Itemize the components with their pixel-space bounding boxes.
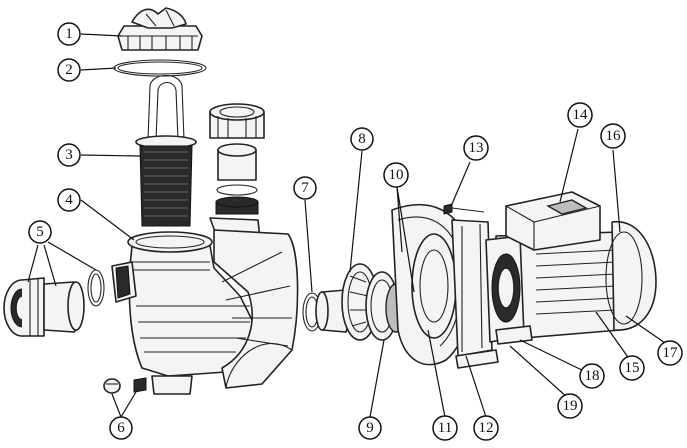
part-inlet-union bbox=[3, 269, 105, 337]
part-outlet-fittings bbox=[209, 103, 265, 215]
callout-17: 17 bbox=[657, 340, 683, 366]
callout-6: 6 bbox=[109, 416, 133, 440]
callout-12: 12 bbox=[473, 415, 499, 441]
svg-text:14: 14 bbox=[573, 107, 589, 123]
callout-11: 11 bbox=[432, 415, 458, 441]
part-strainer-basket bbox=[135, 74, 197, 227]
callout-19: 19 bbox=[557, 393, 583, 419]
svg-text:2: 2 bbox=[65, 62, 73, 78]
part-motor-flange bbox=[391, 203, 499, 369]
svg-text:1: 1 bbox=[65, 26, 73, 42]
svg-text:18: 18 bbox=[585, 368, 600, 384]
svg-text:12: 12 bbox=[479, 420, 494, 436]
svg-text:19: 19 bbox=[563, 398, 578, 414]
callout-1: 1 bbox=[57, 22, 81, 46]
callout-2: 2 bbox=[57, 58, 81, 82]
callout-4: 4 bbox=[57, 188, 81, 212]
svg-text:7: 7 bbox=[301, 180, 309, 196]
callout-7: 7 bbox=[293, 176, 317, 200]
svg-text:5: 5 bbox=[36, 224, 44, 240]
part-lid bbox=[117, 7, 203, 51]
part-drain-plugs bbox=[103, 377, 147, 394]
callout-5: 5 bbox=[28, 220, 52, 244]
svg-text:6: 6 bbox=[117, 420, 125, 436]
svg-text:13: 13 bbox=[469, 140, 484, 156]
svg-text:16: 16 bbox=[606, 128, 622, 144]
leader-lines bbox=[27, 33, 669, 418]
svg-text:9: 9 bbox=[366, 420, 374, 436]
callout-8: 8 bbox=[350, 127, 374, 151]
callout-13: 13 bbox=[463, 135, 489, 161]
svg-text:4: 4 bbox=[65, 192, 73, 208]
callout-14: 14 bbox=[567, 102, 593, 128]
svg-text:17: 17 bbox=[663, 345, 679, 361]
callout-16: 16 bbox=[600, 123, 626, 149]
svg-text:15: 15 bbox=[625, 360, 640, 376]
callout-3: 3 bbox=[57, 143, 81, 167]
part-screw-13 bbox=[443, 203, 485, 215]
callout-10: 10 bbox=[383, 162, 409, 188]
callout-15: 15 bbox=[619, 355, 645, 381]
svg-text:11: 11 bbox=[438, 420, 452, 436]
callout-9: 9 bbox=[358, 416, 382, 440]
svg-text:3: 3 bbox=[65, 147, 73, 163]
part-pump-housing bbox=[111, 217, 299, 395]
svg-text:10: 10 bbox=[389, 167, 404, 183]
svg-text:8: 8 bbox=[358, 131, 366, 147]
callout-18: 18 bbox=[579, 363, 605, 389]
part-motor bbox=[485, 191, 657, 345]
